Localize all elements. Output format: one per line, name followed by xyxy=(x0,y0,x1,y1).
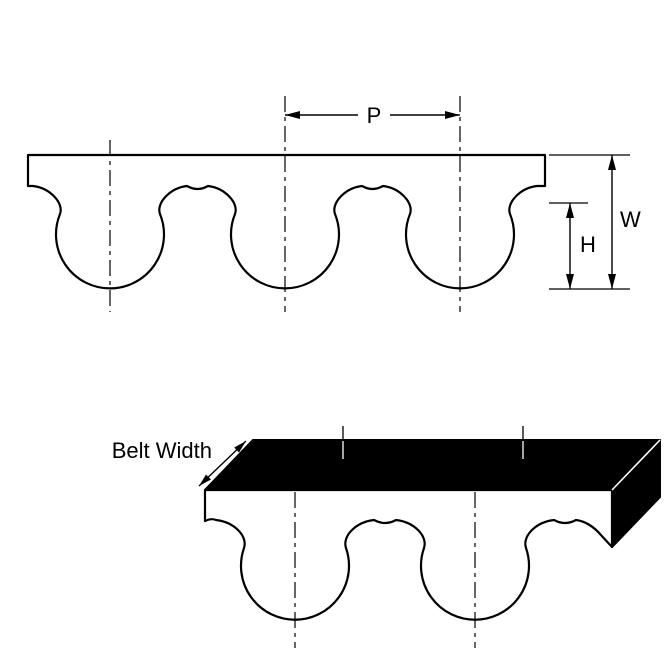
height-arrowhead-bottom xyxy=(566,274,574,289)
width-arrowhead-top xyxy=(608,155,616,170)
top-face-right-edge-highlight xyxy=(611,439,661,491)
height-dimension: H xyxy=(549,202,596,289)
cross-section-view: P W H xyxy=(26,96,641,312)
belt-width-arrowhead-lower xyxy=(199,474,211,486)
tooth-centerlines xyxy=(109,96,461,312)
pitch-dimension: P xyxy=(285,99,460,129)
width-label: W xyxy=(620,207,641,232)
width-arrowhead-bottom xyxy=(608,274,616,289)
belt-top-face xyxy=(204,439,661,491)
pitch-arrowhead-left xyxy=(285,111,300,119)
belt-front-profile xyxy=(203,488,614,621)
height-label: H xyxy=(580,232,596,257)
belt-width-label: Belt Width xyxy=(112,438,212,463)
height-arrowhead-top xyxy=(566,203,574,218)
width-dimension: W xyxy=(549,154,641,290)
perspective-view: Belt Width xyxy=(112,426,661,648)
belt-profile-outline xyxy=(26,153,547,290)
pitch-arrowhead-right xyxy=(445,111,460,119)
belt-width-arrowhead-upper xyxy=(234,441,246,453)
pitch-label: P xyxy=(367,103,382,128)
perspective-centerlines xyxy=(294,426,524,648)
pitch-label-background xyxy=(358,99,390,129)
belt-width-annotation: Belt Width xyxy=(112,438,247,487)
